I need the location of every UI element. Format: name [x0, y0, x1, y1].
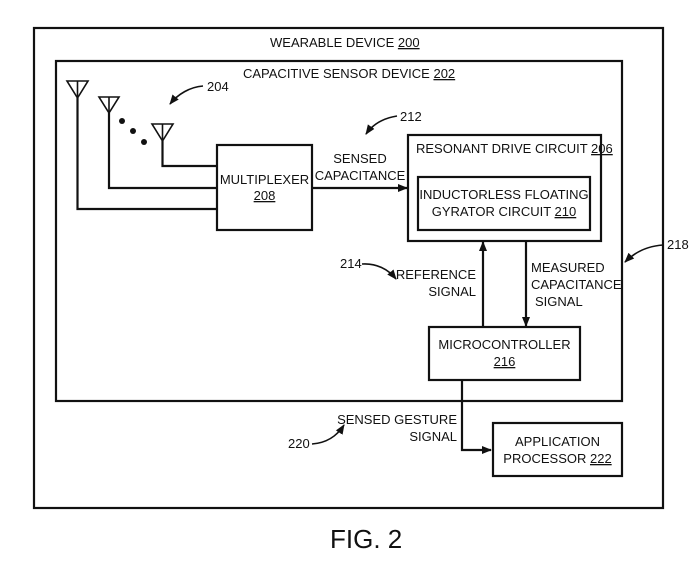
wearable-device-box	[32, 26, 665, 510]
sensed-gesture-signal-arrow	[460, 380, 492, 454]
multiplexer-label: MULTIPLEXER	[220, 172, 309, 187]
callout-218: 218	[667, 237, 689, 252]
microcontroller-box	[427, 325, 582, 382]
reference-signal-label: REFERENCE	[396, 267, 477, 282]
ellipsis-dot	[130, 128, 136, 134]
gyrator-circuit-box	[416, 175, 592, 232]
microcontroller-label: MICROCONTROLLER	[438, 337, 570, 352]
antenna-array	[65, 80, 175, 145]
application-processor-box	[491, 421, 624, 478]
measured-capacitance-label: CAPACITANCE	[531, 277, 622, 292]
gyrator-circuit-label: GYRATOR CIRCUIT 210	[432, 204, 577, 219]
resonant-drive-circuit-box	[406, 133, 603, 243]
callout-220-leader	[311, 424, 345, 445]
capacitive-sensor-device-label: CAPACITIVE SENSOR DEVICE 202	[243, 66, 455, 81]
ellipsis-dot	[119, 118, 125, 124]
antenna-wire	[76, 98, 217, 211]
resonant-drive-circuit-label: RESONANT DRIVE CIRCUIT 206	[416, 141, 613, 156]
antenna-wire	[107, 113, 217, 190]
antenna-icon	[97, 96, 121, 115]
ellipsis-dot	[141, 139, 147, 145]
antenna-wire	[161, 141, 217, 168]
gyrator-circuit-label: INDUCTORLESS FLOATING	[419, 187, 588, 202]
multiplexer-ref: 208	[254, 188, 276, 203]
capacitive-sensor-device-box	[54, 59, 624, 403]
callout-204: 204	[207, 79, 229, 94]
sensed-capacitance-label: CAPACITANCE	[315, 168, 406, 183]
callout-212: 212	[400, 109, 422, 124]
callout-220: 220	[288, 436, 310, 451]
figure-caption: FIG. 2	[330, 524, 402, 554]
microcontroller-ref: 216	[494, 354, 516, 369]
sensed-gesture-signal-label: SIGNAL	[409, 429, 457, 444]
callout-218-leader	[624, 244, 664, 263]
antenna-icon	[150, 123, 175, 143]
sensed-capacitance-label: SENSED	[333, 151, 386, 166]
callout-214: 214	[340, 256, 362, 271]
callout-212-leader	[365, 115, 398, 135]
callout-204-leader	[169, 85, 204, 105]
antenna-icon	[65, 80, 90, 100]
measured-capacitance-label: MEASURED	[531, 260, 605, 275]
application-processor-label: APPLICATION	[515, 434, 600, 449]
reference-signal-label: SIGNAL	[428, 284, 476, 299]
callout-214-leader	[361, 263, 397, 280]
measured-capacitance-label: SIGNAL	[535, 294, 583, 309]
application-processor-label: PROCESSOR 222	[503, 451, 611, 466]
sensed-gesture-signal-label: SENSED GESTURE	[337, 412, 457, 427]
wearable-device-label: WEARABLE DEVICE 200	[270, 35, 420, 50]
